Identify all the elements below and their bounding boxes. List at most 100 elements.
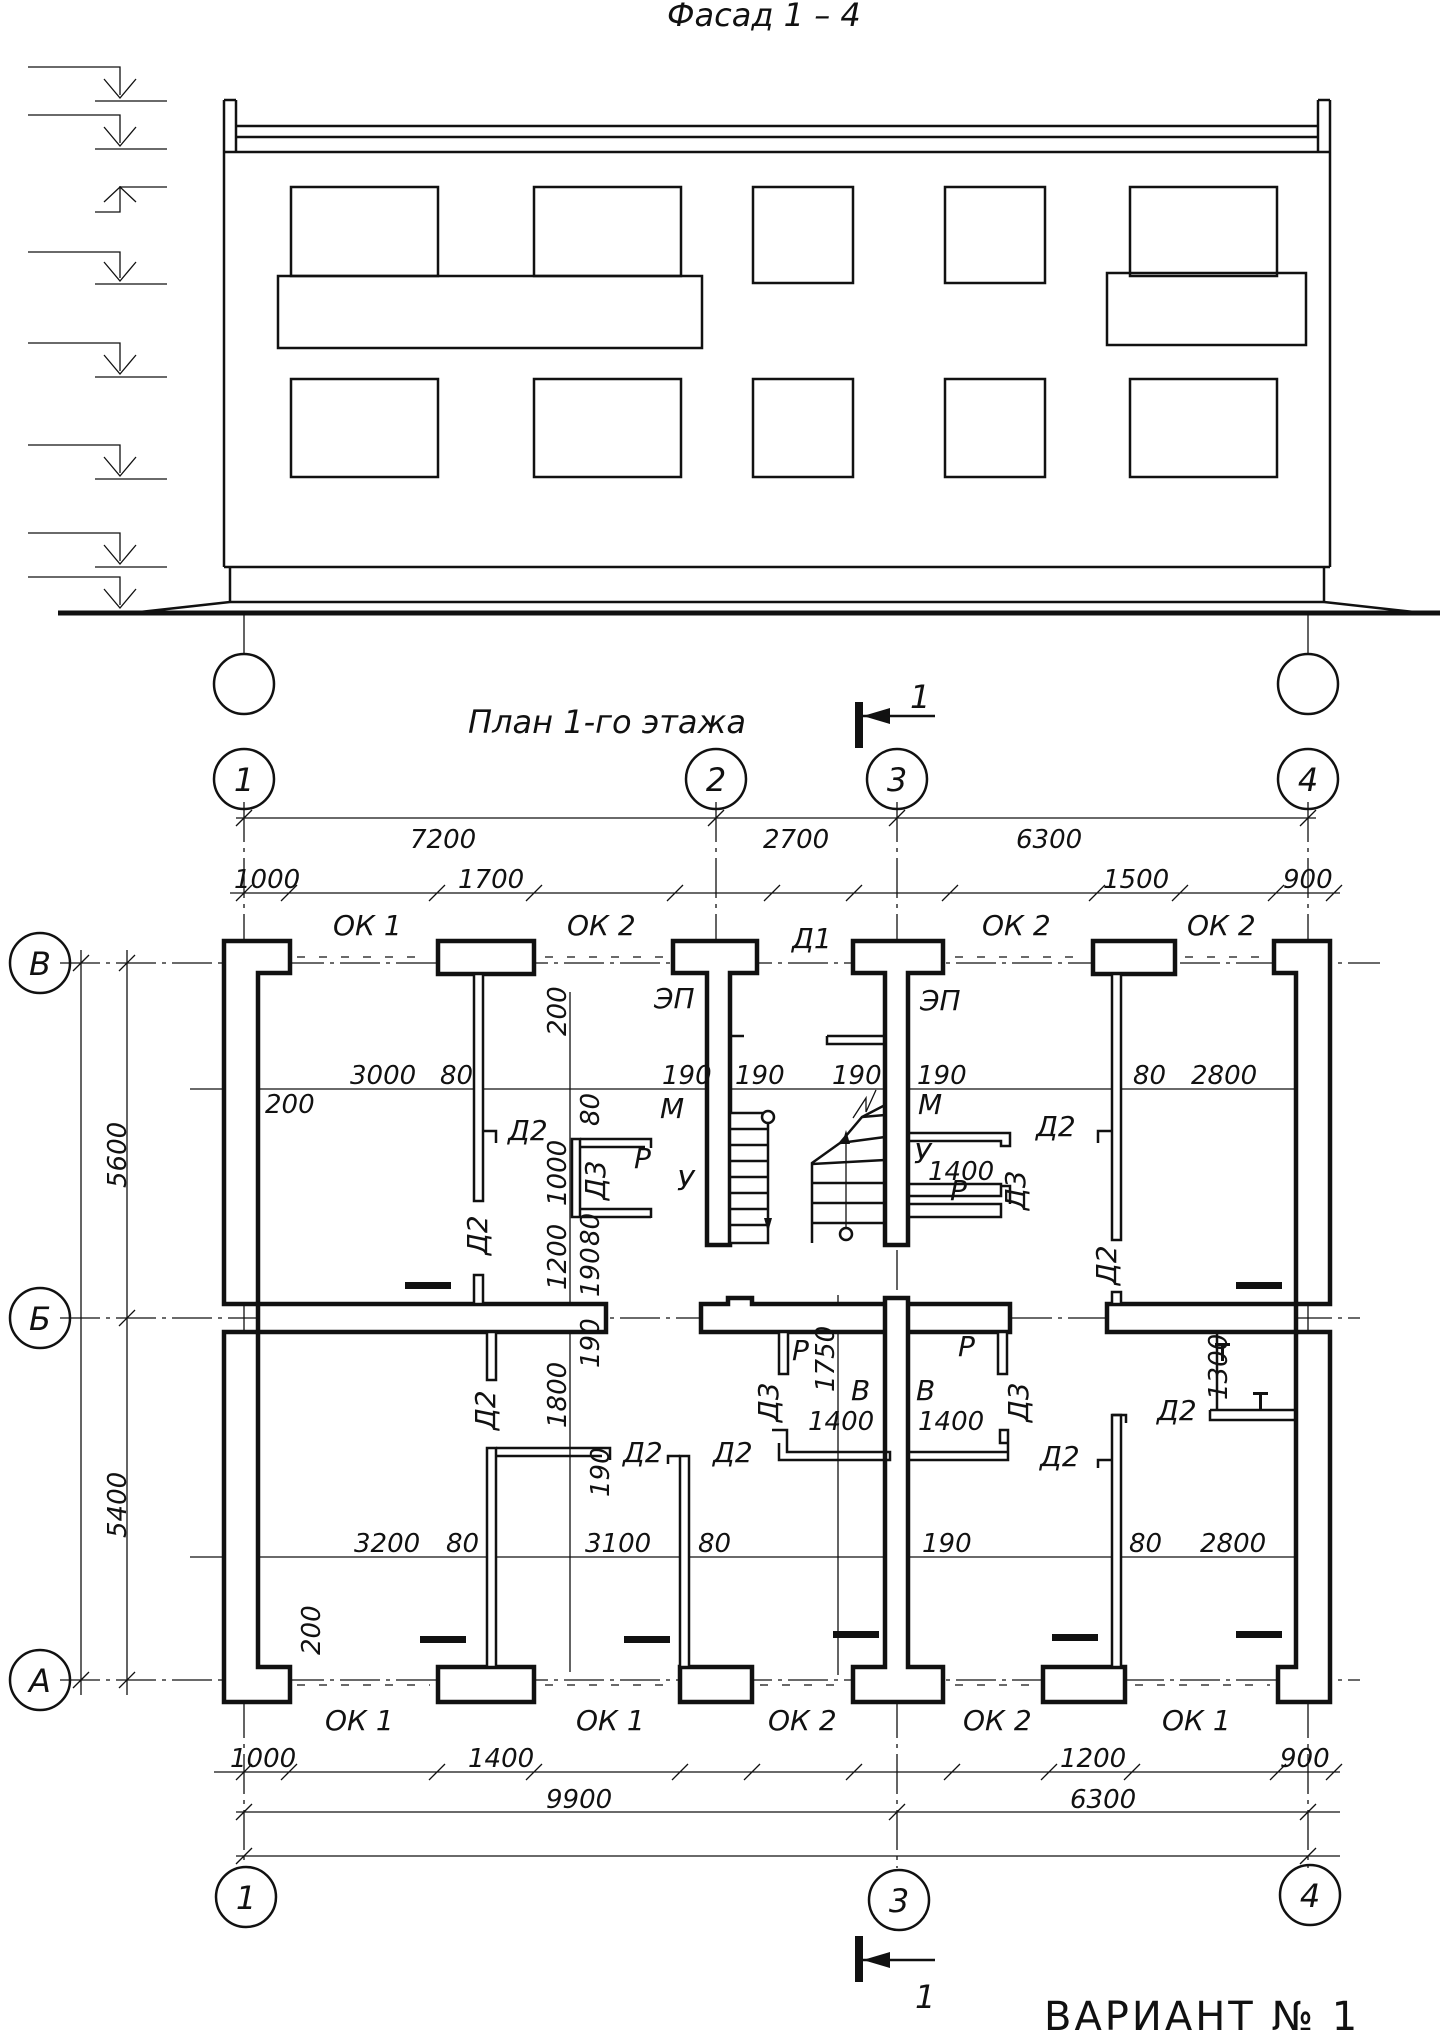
svg-text:1000: 1000 [234, 865, 300, 895]
svg-text:190: 190 [586, 1447, 616, 1497]
svg-text:900: 900 [1283, 865, 1333, 895]
svg-text:80: 80 [576, 1093, 606, 1126]
svg-text:Б: Б [29, 1300, 51, 1338]
svg-text:1750: 1750 [811, 1326, 841, 1392]
facade-window [751, 377, 855, 479]
svg-text:1800: 1800 [543, 1362, 573, 1428]
svg-text:В: В [851, 1374, 870, 1407]
svg-text:М: М [660, 1092, 684, 1125]
svg-text:1000: 1000 [230, 1744, 296, 1774]
radiators [405, 1282, 1282, 1643]
svg-text:7200: 7200 [410, 825, 476, 855]
svg-text:2800: 2800 [1191, 1061, 1257, 1091]
svg-text:Д2: Д2 [1090, 1245, 1123, 1287]
svg-text:В: В [29, 945, 51, 983]
svg-text:ОК 1: ОК 1 [1162, 1704, 1231, 1737]
svg-text:1: 1 [236, 1879, 256, 1917]
svg-text:1400: 1400 [918, 1407, 984, 1437]
facade-balcony [276, 274, 704, 350]
svg-text:2800: 2800 [1200, 1529, 1266, 1559]
pier-bottom [1040, 1664, 1128, 1705]
svg-text:3: 3 [887, 761, 907, 799]
facade-balcony [1105, 271, 1308, 347]
svg-text:ОК 2: ОК 2 [963, 1704, 1032, 1737]
svg-text:5600: 5600 [103, 1122, 133, 1188]
svg-text:5400: 5400 [103, 1472, 133, 1538]
svg-text:1400: 1400 [928, 1157, 994, 1187]
svg-text:190: 190 [576, 1318, 606, 1368]
axis-bubble-bottom-4 [1278, 1863, 1342, 1927]
facade-axis-bubble-1 [212, 652, 276, 716]
axis-bubbles: 1 2 3 4 1 3 4 В Б А [8, 747, 1342, 1932]
axis-bubble-row-v [8, 931, 72, 995]
level-markers [28, 66, 167, 610]
facade-title: Фасад 1 – 4 [667, 0, 861, 34]
facade: Фасад 1 – 4 [28, 0, 1440, 716]
svg-text:Д2: Д2 [1038, 1440, 1080, 1473]
svg-text:У: У [914, 1137, 933, 1170]
facade-window [943, 185, 1047, 285]
plan-walls [221, 938, 1333, 1705]
svg-text:Д2: Д2 [1034, 1110, 1076, 1143]
svg-text:190: 190 [832, 1061, 882, 1091]
facade-window [751, 185, 855, 285]
svg-text:ОК 1: ОК 1 [576, 1704, 645, 1737]
variant-label: ВАРИАНТ № 1 [1044, 1994, 1360, 2040]
svg-text:1: 1 [915, 1978, 935, 2016]
facade-window [1128, 377, 1279, 479]
svg-text:ОК 1: ОК 1 [333, 909, 402, 942]
svg-text:1200: 1200 [1060, 1744, 1126, 1774]
svg-text:80: 80 [576, 1213, 606, 1246]
partitions [472, 972, 1298, 1669]
plan-title: План 1-го этажа [468, 703, 746, 741]
facade-window [943, 377, 1047, 479]
svg-text:4: 4 [1300, 1877, 1320, 1915]
facade-window [289, 185, 440, 278]
svg-text:3200: 3200 [354, 1529, 420, 1559]
svg-text:1300: 1300 [1204, 1334, 1234, 1400]
pier-bottom [677, 1664, 755, 1705]
axis-bubble-top-3 [865, 747, 929, 811]
pier-top [1090, 938, 1178, 977]
svg-text:190: 190 [917, 1061, 967, 1091]
openings [297, 956, 1270, 1686]
svg-text:ОК 2: ОК 2 [982, 909, 1051, 942]
svg-text:80: 80 [1129, 1529, 1162, 1559]
svg-text:1200: 1200 [543, 1224, 573, 1290]
svg-text:Р: Р [792, 1334, 809, 1367]
svg-text:4: 4 [1298, 761, 1318, 799]
plan-labels: 7200 2700 6300 1000 1700 1500 900 ОК 1 О… [103, 825, 1333, 1815]
svg-text:200: 200 [543, 986, 573, 1036]
svg-text:3: 3 [889, 1882, 909, 1920]
svg-text:Д3: Д3 [752, 1382, 785, 1424]
svg-text:В: В [916, 1374, 935, 1407]
ground-slope-right [1323, 600, 1415, 614]
facade-axis-bubble-4 [1276, 652, 1340, 716]
svg-text:80: 80 [1133, 1061, 1166, 1091]
svg-text:ОК 2: ОК 2 [768, 1704, 837, 1737]
svg-text:1700: 1700 [458, 865, 524, 895]
wall-axis-3-lower [850, 1295, 946, 1705]
svg-text:190: 190 [662, 1061, 712, 1091]
svg-text:ЭП: ЭП [919, 984, 961, 1017]
svg-text:ОК 2: ОК 2 [567, 909, 636, 942]
svg-text:Д3: Д3 [999, 1170, 1032, 1212]
svg-text:190: 190 [735, 1061, 785, 1091]
stairs [728, 1089, 887, 1245]
svg-text:1: 1 [910, 678, 930, 716]
svg-text:1400: 1400 [468, 1744, 534, 1774]
axis-bubble-top-2 [684, 747, 748, 811]
svg-text:6300: 6300 [1016, 825, 1082, 855]
svg-text:Д3: Д3 [579, 1160, 612, 1202]
axis-bubble-row-b [8, 1286, 72, 1350]
wall-b-right [1104, 1301, 1299, 1335]
svg-text:900: 900 [1280, 1744, 1330, 1774]
svg-text:Р: Р [950, 1174, 967, 1207]
wall-b-center [698, 1295, 1013, 1335]
facade-window [532, 185, 683, 278]
svg-text:Д2: Д2 [621, 1436, 663, 1469]
svg-text:200: 200 [297, 1605, 327, 1655]
axis-bubble-bottom-1 [214, 1865, 278, 1929]
svg-text:М: М [918, 1088, 942, 1121]
